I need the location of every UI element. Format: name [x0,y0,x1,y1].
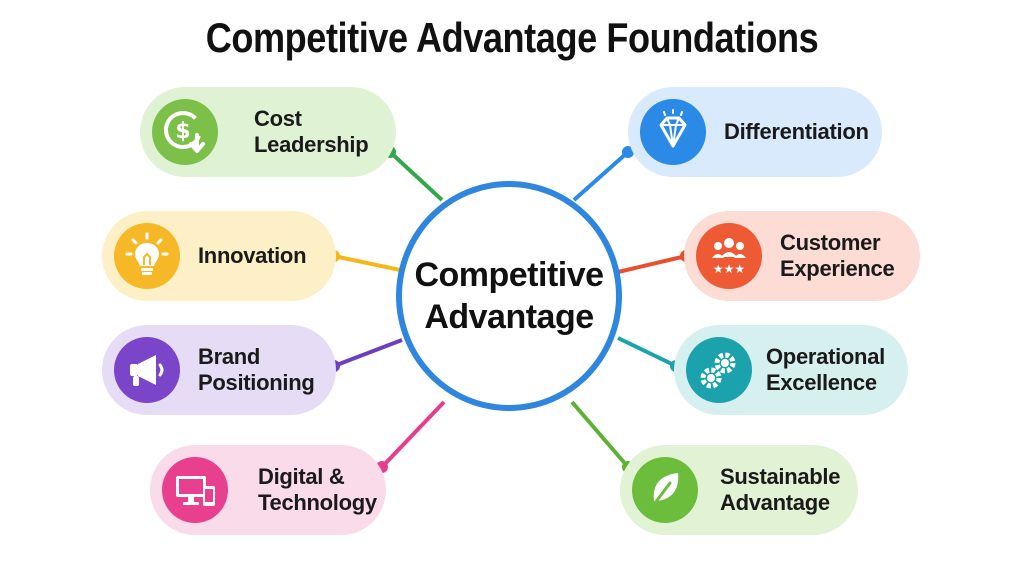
devices-icon [162,457,228,523]
node-label: Sustainable Advantage [720,464,841,515]
svg-text:$: $ [175,119,190,144]
connector-customer-experience [617,254,687,274]
node-label: Customer Experience [780,230,895,281]
diagram-title: Competitive Advantage Foundations [205,14,819,61]
center-hub[interactable]: Competitive Advantage [396,181,622,411]
dollar-down-icon: $ [152,99,218,165]
connector-digital-technology [380,400,446,469]
node-label: Cost Leadership [254,106,369,157]
node-innovation[interactable]: Innovation [102,211,336,301]
node-label: Differentiation [724,119,869,144]
people-stars-icon: ★★★ [696,223,762,289]
node-sustainable-advantage[interactable]: Sustainable Advantage [620,445,858,535]
connector-cost-leadership [388,150,444,202]
diamond-icon [640,99,706,165]
node-label: Operational Excellence [766,344,885,395]
leaf-icon [632,457,698,523]
connector-brand-positioning [333,338,403,368]
connector-innovation [333,254,401,272]
node-cost-leadership[interactable]: $ Cost Leadership [140,87,396,177]
connector-sustainable-advantage [570,400,630,469]
svg-text:★★★: ★★★ [713,262,745,276]
node-label: Innovation [198,243,307,268]
node-brand-positioning[interactable]: Brand Positioning [102,325,336,415]
gears-icon [686,337,752,403]
connector-differentiation [572,150,630,202]
connector-operational-excellence [617,336,677,368]
node-operational-excellence[interactable]: Operational Excellence [674,325,908,415]
node-label: Brand Positioning [198,344,315,395]
center-label: Competitive Advantage [414,256,604,336]
node-label: Digital & Technology [258,464,377,515]
node-customer-experience[interactable]: ★★★ Customer Experience [684,211,920,301]
node-differentiation[interactable]: Differentiation [628,87,882,177]
megaphone-icon [114,337,180,403]
node-digital-technology[interactable]: Digital & Technology [150,445,386,535]
lightbulb-icon [114,223,180,289]
